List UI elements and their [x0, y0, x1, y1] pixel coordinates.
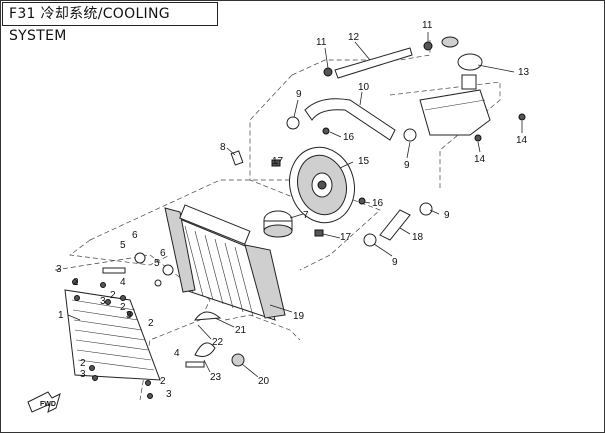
callout-2: 2	[120, 302, 126, 313]
leader-lines	[67, 32, 523, 378]
callout-2: 2	[110, 290, 116, 301]
callout-3: 3	[166, 389, 172, 400]
callout-17: 17	[340, 232, 352, 243]
callout-8: 8	[220, 142, 226, 153]
hoses	[304, 47, 413, 241]
callout-labels: 1 2 2 2 2 2 2 3 3 3 3 3 4 4 5 5 6 6 7 8 …	[56, 20, 530, 400]
callout-19: 19	[293, 311, 305, 322]
callout-6: 6	[160, 248, 166, 259]
callout-2: 2	[148, 318, 154, 329]
callout-4: 4	[174, 348, 180, 359]
callout-22: 22	[212, 337, 224, 348]
callout-15: 15	[358, 156, 370, 167]
callout-7: 7	[303, 210, 309, 221]
cooling-fan	[289, 146, 355, 224]
callout-14: 14	[516, 135, 528, 146]
callout-2: 2	[80, 358, 86, 369]
diagram-title: F31 冷却系统/COOLING SYSTEM	[2, 2, 218, 44]
callout-17: 17	[272, 156, 284, 167]
callout-9: 9	[444, 210, 450, 221]
callout-13: 13	[518, 67, 530, 78]
callout-14: 14	[474, 154, 486, 165]
callout-16: 16	[372, 198, 384, 209]
callout-2: 2	[160, 376, 166, 387]
callout-9: 9	[296, 89, 302, 100]
callout-5: 5	[120, 240, 126, 251]
callout-1: 1	[58, 310, 64, 321]
radiator	[164, 204, 286, 321]
radiator-cap	[263, 210, 293, 238]
callout-21: 21	[235, 325, 247, 336]
forward-label: FWD	[40, 401, 56, 408]
callout-3: 3	[80, 369, 86, 380]
callout-6: 6	[132, 230, 138, 241]
callout-9: 9	[392, 257, 398, 268]
callout-3: 3	[100, 296, 106, 307]
callout-9: 9	[404, 160, 410, 171]
callout-3: 3	[56, 264, 62, 275]
callout-18: 18	[412, 232, 424, 243]
forward-arrow-icon	[27, 391, 61, 413]
radiator-guard	[64, 289, 161, 381]
callout-11: 11	[316, 37, 327, 48]
callout-16: 16	[343, 132, 355, 143]
callout-12: 12	[348, 32, 360, 43]
callout-3: 3	[126, 310, 132, 321]
callout-5: 5	[154, 258, 160, 269]
callout-2: 2	[73, 277, 79, 288]
callout-23: 23	[210, 372, 222, 383]
callout-11: 11	[422, 20, 433, 31]
callout-10: 10	[358, 82, 370, 93]
callout-4: 4	[120, 277, 126, 288]
coolant-reservoir	[419, 36, 491, 136]
callout-20: 20	[258, 376, 270, 387]
